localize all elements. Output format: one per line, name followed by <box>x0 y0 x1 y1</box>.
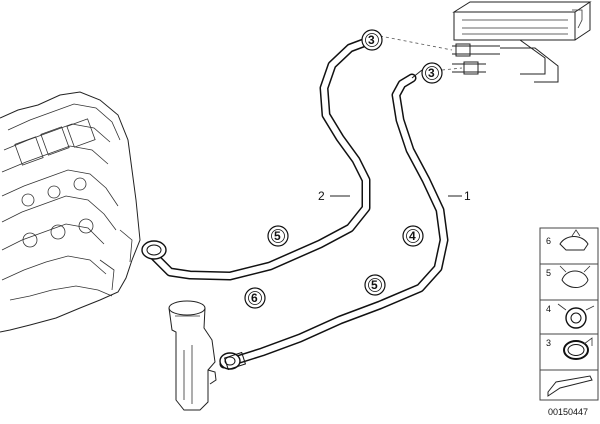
legend-item-5: 5 <box>546 268 551 278</box>
svg-text:3: 3 <box>368 33 375 47</box>
part-label-2: 2 <box>318 189 325 203</box>
expansion-tank <box>168 300 217 411</box>
svg-text:6: 6 <box>251 291 258 305</box>
callout-hose-left-top: 3 <box>361 29 383 51</box>
engine-block <box>0 91 141 333</box>
part-label-1: 1 <box>464 189 471 203</box>
legend-panel: 6 5 4 3 <box>539 227 599 401</box>
callout-hose-left-bottom: 6 <box>244 287 266 309</box>
heater-core <box>452 1 592 83</box>
hose-1 <box>219 73 449 371</box>
callout-hose-right-top: 3 <box>421 62 443 84</box>
hose-2 <box>141 37 371 281</box>
callout-hose-left-clamp: 5 <box>267 225 289 247</box>
diagram-code: 00150447 <box>548 407 588 417</box>
callout-hose-right-bottom: 5 <box>364 274 386 296</box>
svg-text:4: 4 <box>409 229 416 243</box>
callout-hose-right-mid: 4 <box>402 225 424 247</box>
svg-text:3: 3 <box>428 66 435 80</box>
legend-item-6: 6 <box>546 236 551 246</box>
legend-item-3: 3 <box>546 338 551 348</box>
svg-text:5: 5 <box>274 229 281 243</box>
svg-text:5: 5 <box>371 278 378 292</box>
legend-item-4: 4 <box>546 304 551 314</box>
